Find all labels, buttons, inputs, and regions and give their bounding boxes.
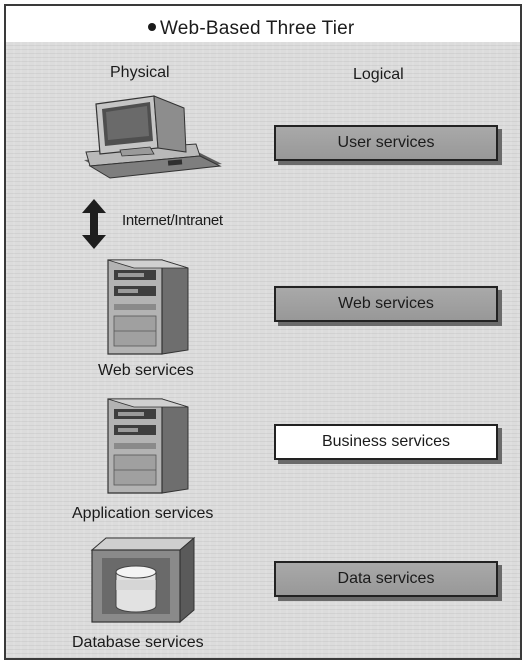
logical-header: Logical: [353, 66, 404, 83]
database-icon: [90, 536, 196, 624]
network-label: Internet/Intranet: [122, 212, 223, 229]
business-services-box: Business services: [274, 424, 498, 460]
data-services-box: Data services: [274, 561, 498, 597]
web-server-icon: [107, 259, 189, 355]
web-server-label: Web services: [98, 362, 194, 379]
web-services-box: Web services: [274, 286, 498, 322]
business-services-label: Business services: [321, 433, 451, 450]
diagram-frame: Web-Based Three Tier Physical Logical In…: [4, 4, 522, 660]
user-services-label: User services: [337, 134, 435, 151]
user-services-box: User services: [274, 125, 498, 161]
database-label: Database services: [72, 634, 204, 651]
web-services-label: Web services: [338, 295, 434, 312]
physical-header: Physical: [110, 64, 170, 81]
bidirectional-arrow-icon: [82, 199, 106, 249]
bullet-icon: [148, 23, 156, 31]
data-services-label: Data services: [337, 570, 435, 587]
application-server-label: Application services: [72, 505, 214, 522]
diagram-title: Web-Based Three Tier: [148, 18, 354, 40]
application-server-icon: [107, 398, 189, 494]
title-text: Web-Based Three Tier: [160, 18, 355, 39]
desktop-computer-icon: [84, 95, 222, 179]
